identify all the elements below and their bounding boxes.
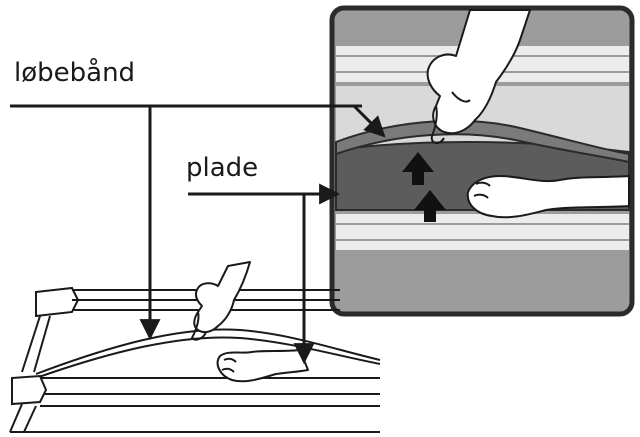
lift-arrow-icon <box>402 152 446 222</box>
plate-callout <box>188 183 341 365</box>
inset-hand-icon <box>426 9 531 144</box>
plate-label: plade <box>186 153 259 183</box>
belt-label: løbebånd <box>14 58 136 88</box>
main-hand-icon <box>191 261 251 341</box>
inset-belt-pointer-arrow <box>352 104 386 138</box>
zoomed-inset-panel <box>329 5 635 317</box>
belt-callout <box>10 104 362 341</box>
main-foot-icon <box>216 349 309 383</box>
inset-foot-icon <box>466 175 630 219</box>
treadmill-side-view <box>9 261 381 433</box>
inset-bottom-rail <box>336 214 629 250</box>
main-lifted-belt <box>35 328 381 375</box>
treadmill-front-cap <box>11 374 48 406</box>
treadmill-rear-cap <box>35 286 80 318</box>
